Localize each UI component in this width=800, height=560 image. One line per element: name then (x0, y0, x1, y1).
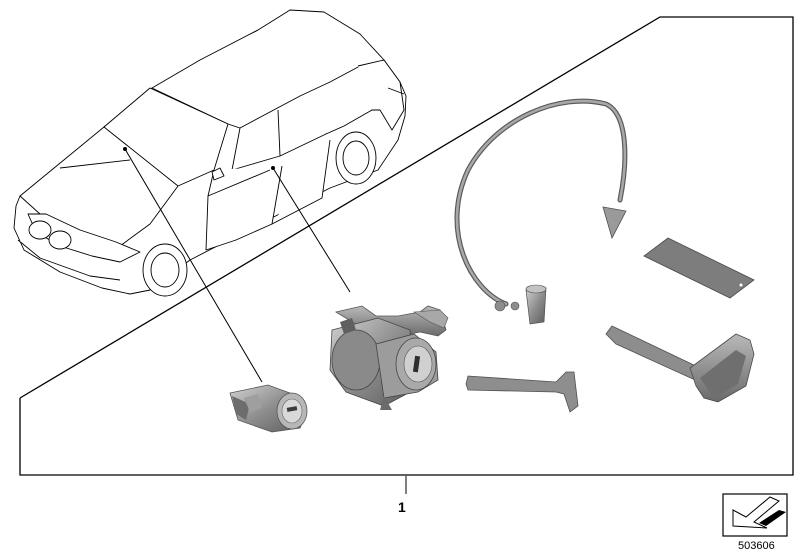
code-plate (643, 237, 755, 299)
emergency-key (605, 325, 755, 403)
arrow-icon (722, 493, 788, 537)
part-number-label: 1 (398, 499, 406, 515)
image-id-label: 503606 (738, 540, 775, 552)
arrow-head-icon (602, 206, 627, 240)
ignition-lock-cylinder (229, 384, 308, 433)
cable (454, 98, 628, 325)
kit-frame (19, 16, 794, 476)
leader-lines (124, 148, 407, 494)
key-blade-lever (465, 371, 579, 413)
door-lock-cylinder (329, 305, 449, 410)
car-outline (13, 9, 407, 297)
